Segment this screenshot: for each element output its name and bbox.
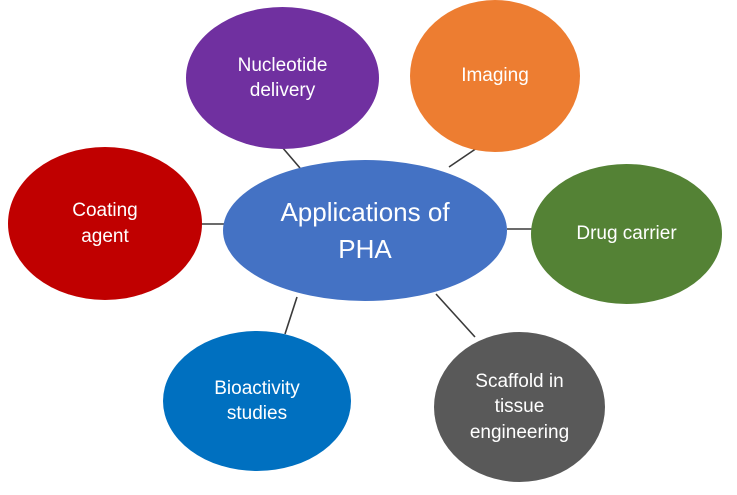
node-imaging: Imaging (410, 0, 580, 152)
node-drug-carrier-label: Drug carrier (576, 223, 677, 245)
node-bioactivity-studies-label: Bioactivity studies (214, 377, 300, 424)
connector-bioactivity (284, 296, 298, 335)
node-nucleotide-delivery: Nucleotide delivery (186, 7, 379, 149)
connector-nucleotide (281, 146, 301, 169)
node-coating-agent: Coating agent (8, 147, 202, 300)
node-scaffold-label: Scaffold in tissue engineering (469, 371, 570, 443)
node-nucleotide-delivery-label: Nucleotide delivery (237, 54, 328, 101)
node-imaging-label: Imaging (461, 65, 529, 87)
node-scaffold-in-tissue-engineering: Scaffold in tissue engineering (434, 332, 605, 482)
center-node-applications-of-pha: Applications of PHA (223, 160, 507, 301)
node-bioactivity-studies: Bioactivity studies (163, 331, 351, 471)
connector-imaging (448, 147, 478, 168)
center-node-label: Applications of PHA (280, 197, 450, 264)
connector-scaffold (435, 293, 476, 338)
node-coating-agent-label: Coating agent (72, 200, 138, 247)
node-drug-carrier: Drug carrier (531, 164, 722, 304)
